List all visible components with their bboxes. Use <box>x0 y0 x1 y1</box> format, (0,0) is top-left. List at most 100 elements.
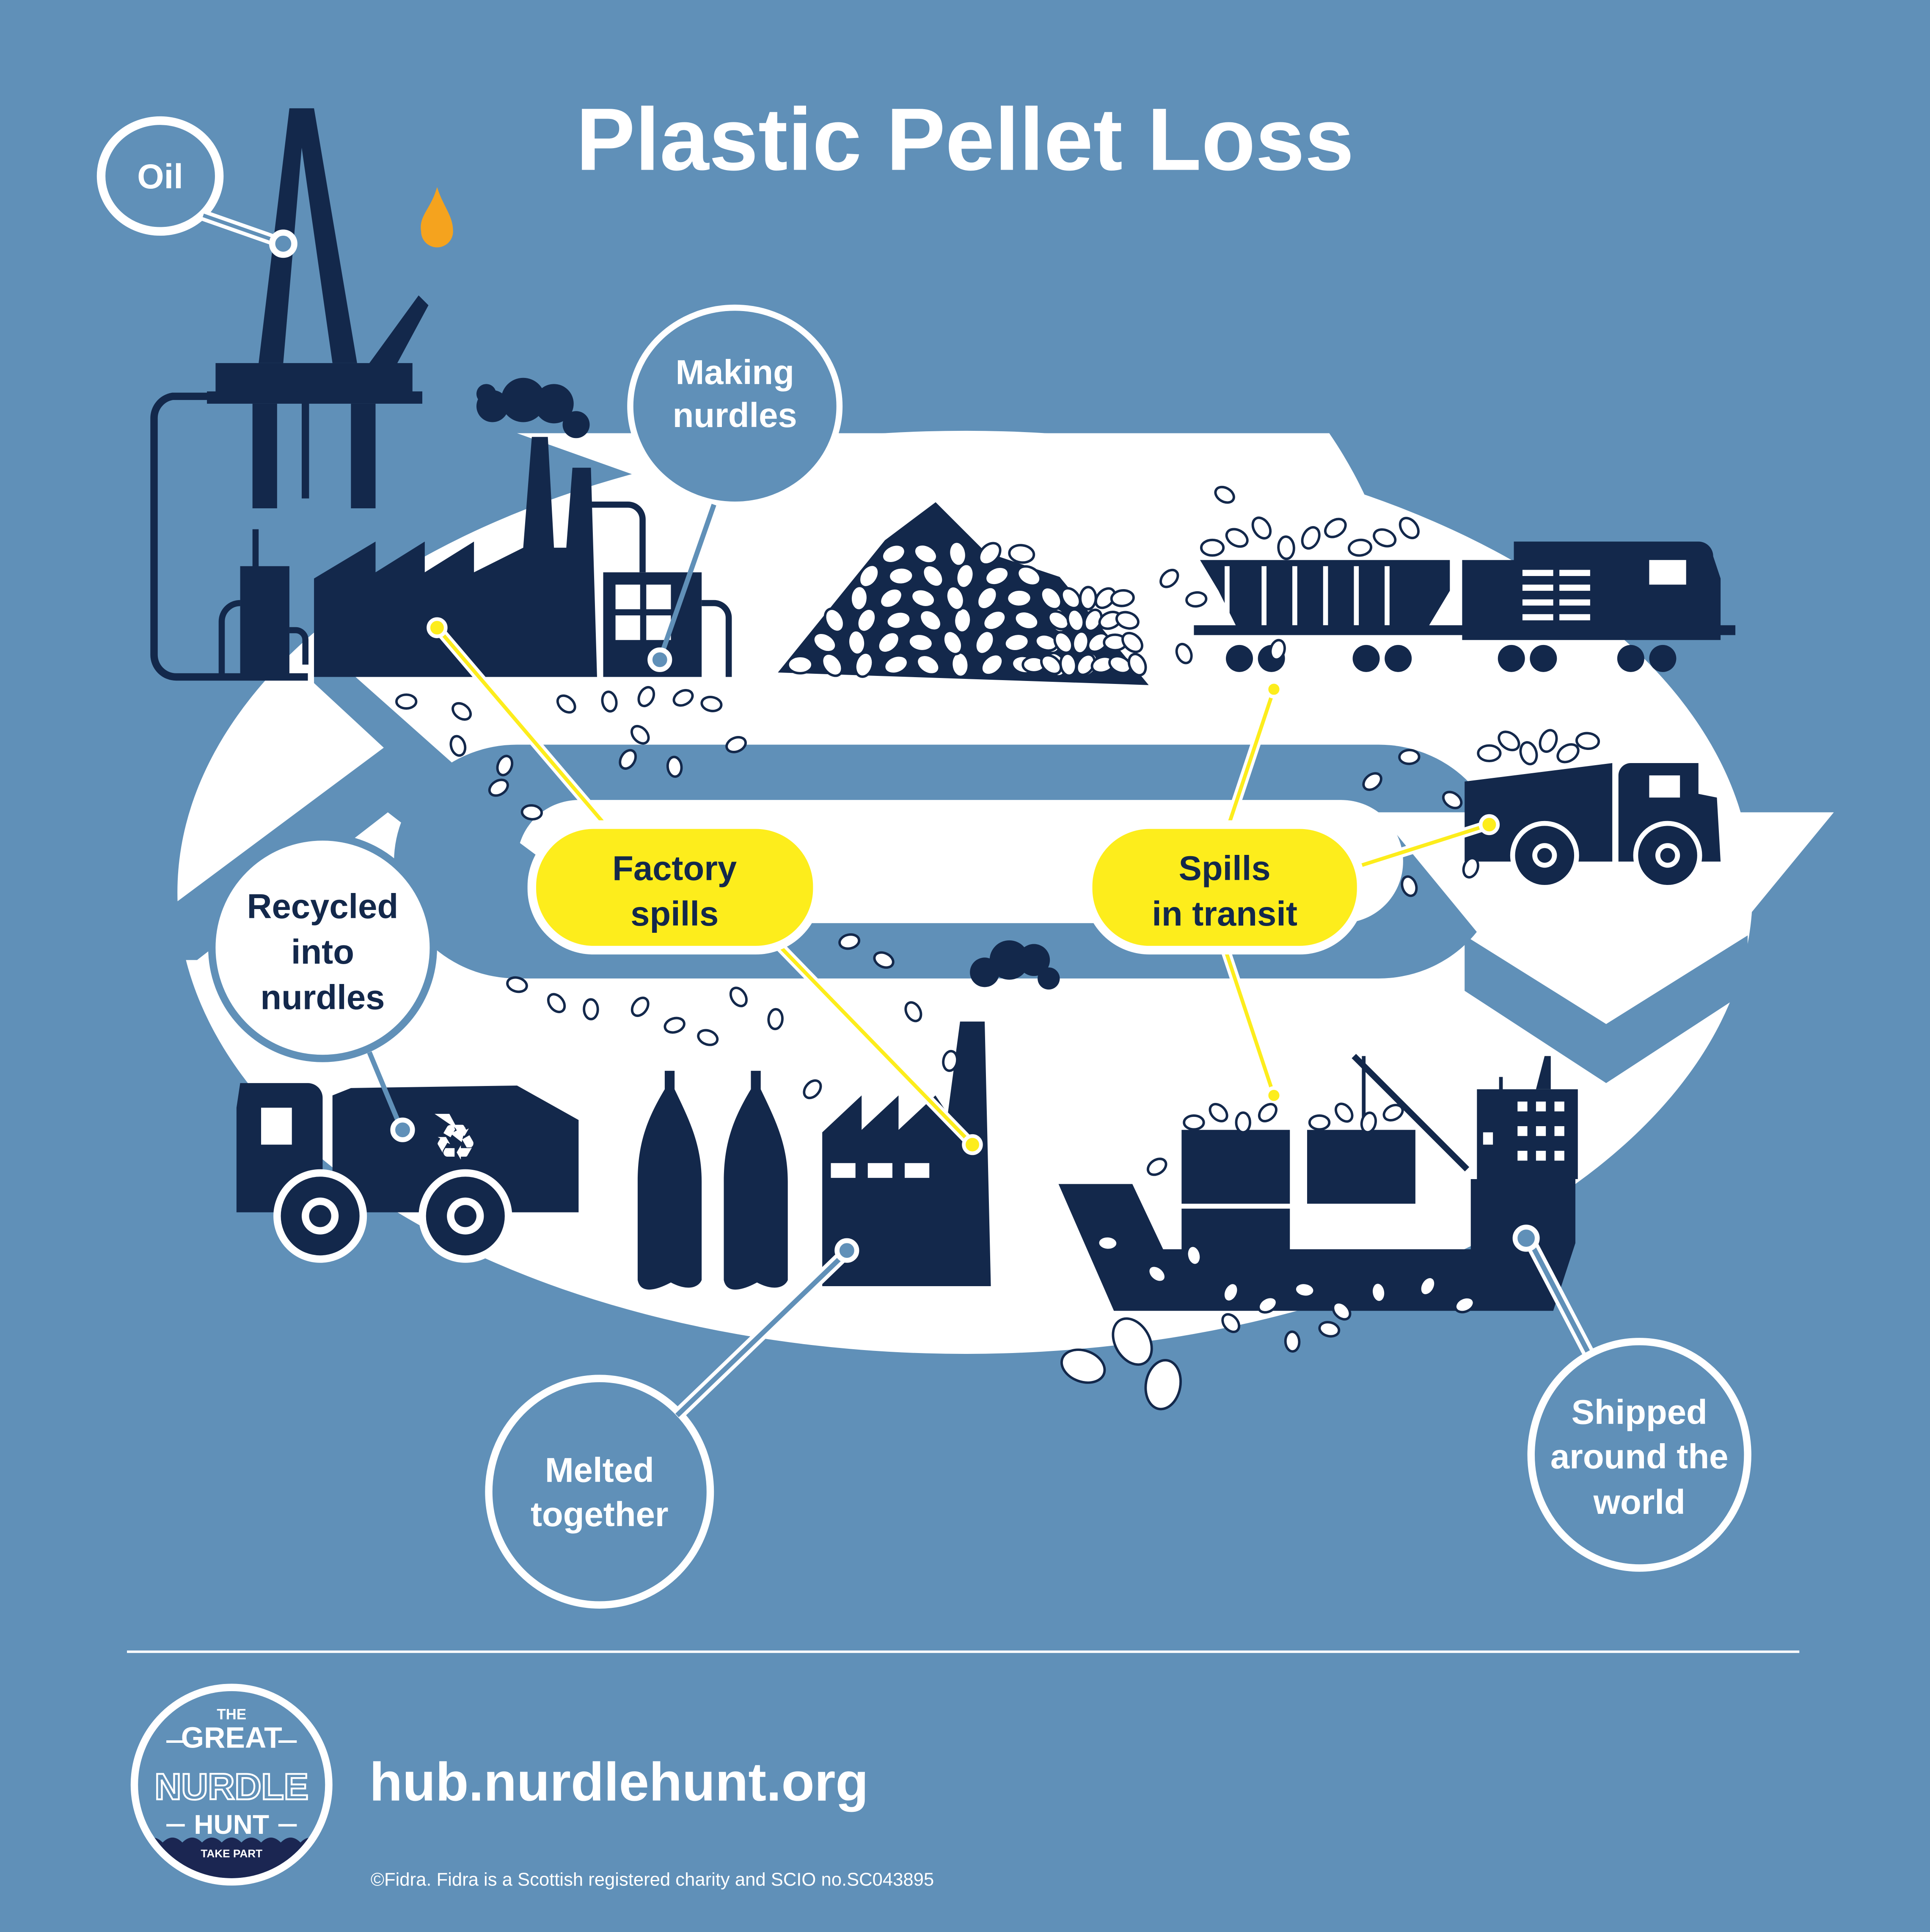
nurdle-pellet <box>601 690 618 713</box>
nurdle-pellet <box>913 543 939 565</box>
factory-spills-line2: spills <box>630 895 719 933</box>
nurdle-pellet <box>847 629 867 656</box>
recycled-label-line1: Recycled <box>247 887 399 926</box>
nurdle-pellet <box>395 693 418 710</box>
nurdle-pellet <box>942 1050 959 1072</box>
nurdle-pellet <box>942 629 964 656</box>
scattered-nurdles <box>395 485 1600 1411</box>
nurdle-pellet <box>904 1001 922 1022</box>
nurdle-pellet <box>953 606 973 634</box>
nurdle-pellet <box>812 631 837 653</box>
nurdle-pellet <box>947 540 968 568</box>
nurdle-pellet <box>1094 587 1116 609</box>
nurdle-pellet <box>1144 1359 1182 1411</box>
stage-melted: Melted together <box>485 1238 859 1609</box>
cargo-ship-icon <box>1058 1054 1578 1311</box>
nurdle-pellet <box>556 694 576 714</box>
oil-label: Oil <box>137 157 183 196</box>
factory-spills-line1: Factory <box>612 849 737 887</box>
nurdle-pellet <box>915 653 941 676</box>
nurdle-pellet <box>1047 610 1070 631</box>
nurdle-pellet <box>1039 586 1063 611</box>
nurdle-pellet <box>547 993 566 1013</box>
nurdle-pellet <box>1008 544 1035 564</box>
nurdle-pellet <box>583 998 599 1020</box>
nurdle-pellet <box>1373 528 1397 548</box>
nurdle-pellet <box>1159 568 1179 588</box>
nurdle-pellet <box>520 804 543 821</box>
nurdle-pellet <box>982 609 1007 631</box>
nurdle-pellet <box>1016 565 1042 587</box>
nurdle-pellet <box>1183 1114 1205 1131</box>
nurdle-pellet <box>729 987 748 1007</box>
nurdle-pellet <box>767 1008 784 1031</box>
nurdle-pellet <box>1127 653 1147 677</box>
nurdle-pellet <box>1462 857 1479 879</box>
nurdle-pellet <box>506 976 528 993</box>
nurdle-pellet <box>1284 1330 1301 1353</box>
nurdle-pellet <box>1442 791 1463 810</box>
nurdle-pellet <box>1556 743 1580 763</box>
nurdle-pellet <box>1308 1114 1331 1131</box>
great-nurdle-hunt-logo: THE GREAT NURDLE HUNT TAKE PART <box>130 1684 333 1886</box>
nurdle-pellet <box>697 1029 719 1046</box>
smoke-icon <box>970 940 1060 990</box>
nurdle-pellet <box>1399 517 1420 540</box>
nurdle-pellet <box>1115 611 1140 630</box>
nurdle-pellet <box>496 755 514 777</box>
factory-icon <box>218 378 732 677</box>
nurdle-pellet <box>1087 632 1109 653</box>
nurdle-pellet <box>452 702 472 721</box>
nurdle-pellet <box>980 653 1004 676</box>
nurdle-pellet <box>1382 1104 1404 1122</box>
nurdle-pellet <box>950 651 970 678</box>
nurdle-pellet <box>1370 1281 1387 1304</box>
nurdle-pellet <box>1040 654 1063 675</box>
nurdle-pellet <box>1096 1235 1119 1251</box>
website-link[interactable]: hub.nurdlehunt.org <box>369 1752 869 1813</box>
nurdle-pellet <box>1418 1276 1437 1297</box>
nurdle-pellet <box>907 632 934 653</box>
nurdle-pellet <box>883 654 909 675</box>
factory-spills-badge: Factory spills <box>527 820 822 955</box>
nurdle-pellet <box>1209 1102 1228 1122</box>
nurdle-pellet <box>977 542 1002 566</box>
page-title: Plastic Pellet Loss <box>576 90 1354 189</box>
nurdle-pellet <box>974 629 996 656</box>
nurdle-pellet <box>1147 1264 1167 1284</box>
nurdle-pellet <box>887 566 915 586</box>
nurdle-pellet <box>910 588 936 609</box>
nurdle-pellet <box>1110 589 1135 607</box>
nurdle-pellet <box>1005 588 1033 608</box>
nurdle-pellet <box>1221 1313 1241 1333</box>
nurdle-pellet <box>1454 1296 1476 1314</box>
nurdle-pellet <box>1200 538 1225 557</box>
recycled-label-line3: nurdles <box>260 978 385 1017</box>
nurdle-pellet <box>1079 586 1097 611</box>
nurdle-pellet <box>1539 729 1558 753</box>
nurdle-pellet <box>1112 1317 1153 1366</box>
nurdle-pellet <box>849 584 869 612</box>
pellet-pile-icon <box>778 502 1149 685</box>
nurdle-pellet <box>1066 608 1085 633</box>
nurdle-pellet <box>1334 1102 1354 1123</box>
nurdle-pellet <box>488 778 509 797</box>
nurdle-pellet <box>955 562 975 590</box>
nurdle-pellet <box>984 565 1010 587</box>
shipped-label-line1: Shipped <box>1572 1393 1707 1432</box>
nurdle-pellet <box>1277 535 1295 560</box>
nurdle-pellet <box>1060 1348 1106 1384</box>
nurdle-pellet <box>803 1079 822 1100</box>
spill-connectors <box>427 617 1500 1155</box>
nurdle-pellet <box>1214 485 1235 504</box>
nurdle-pellet <box>856 607 877 634</box>
nurdle-pellet <box>630 996 650 1017</box>
shipped-label-line3: world <box>1593 1483 1685 1521</box>
svg-text:♻: ♻ <box>433 1114 477 1171</box>
nurdle-pellet <box>1324 518 1347 538</box>
nurdle-pellet <box>878 587 904 609</box>
nurdle-pellet <box>1060 587 1082 609</box>
stage-recycled: Recycled into nurdles <box>208 833 437 1142</box>
nurdle-pellet <box>1294 1282 1316 1298</box>
